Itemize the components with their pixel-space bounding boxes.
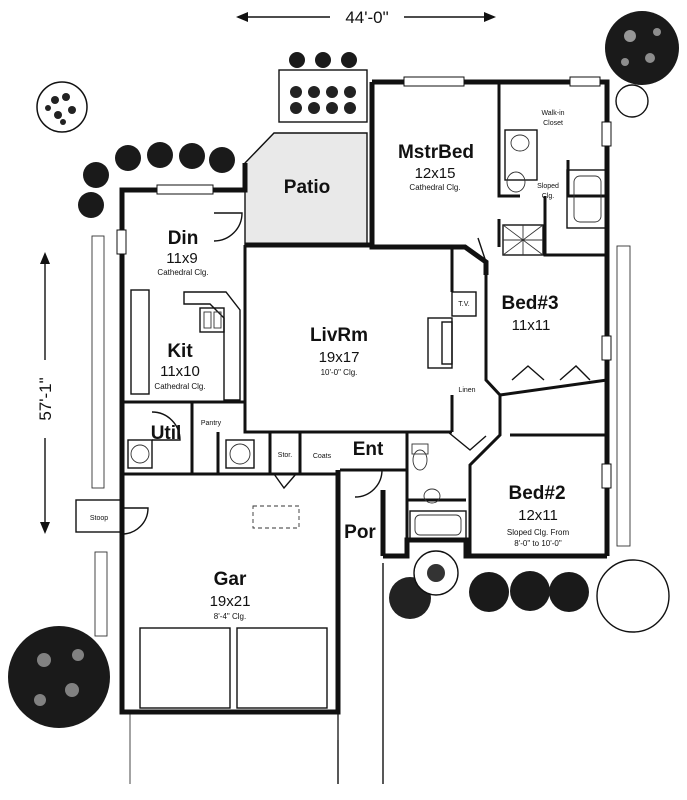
din-note: Cathedral Clg.	[157, 268, 208, 277]
room-bed2: Bed#2 12x11 Sloped Clg. From 8'-0" to 10…	[507, 483, 570, 548]
shrub-top-left	[36, 81, 88, 133]
room-mstrbed: MstrBed 12x15 Cathedral Clg.	[398, 142, 474, 192]
sloped-label: Sloped	[537, 183, 559, 190]
bed2-note-2: 8'-0" to 10'-0"	[514, 539, 562, 548]
shrub-bottom-left	[8, 626, 110, 728]
tv-niche	[451, 291, 477, 317]
stoop	[75, 499, 123, 533]
room-coats: Coats	[313, 453, 332, 460]
ent-label: Ent	[353, 439, 384, 460]
interior-walls	[122, 82, 608, 556]
walkway	[129, 563, 384, 784]
room-bed3: Bed#3 11x11	[501, 293, 558, 334]
room-util: Util	[151, 423, 182, 444]
shrub-top-right	[605, 11, 679, 85]
master-bath	[502, 129, 608, 256]
stor-label: Stor.	[278, 452, 292, 459]
width-dimension: 44'-0"	[236, 8, 496, 27]
room-gar: Gar 19x21 8'-4" Clg.	[210, 569, 251, 621]
tv-label: T.V.	[458, 301, 469, 308]
bed3-label: Bed#3	[501, 293, 558, 314]
livrm-label: LivRm	[310, 325, 368, 346]
mstrbed-note: Cathedral Clg.	[409, 183, 460, 192]
shrubs-front	[389, 550, 670, 633]
mstrbed-size: 12x15	[415, 165, 456, 182]
room-pantry: Pantry	[201, 420, 222, 427]
mstrbed-label: MstrBed	[398, 142, 474, 163]
room-por: Por	[344, 522, 376, 543]
kit-size: 11x10	[160, 363, 200, 380]
kit-note: Cathedral Clg.	[154, 382, 205, 391]
laundry	[127, 439, 255, 469]
bed2-size: 12x11	[518, 507, 558, 524]
room-kit: Kit 11x10 Cathedral Clg.	[154, 341, 205, 391]
din-label: Din	[168, 228, 199, 249]
livrm-note: 10'-0" Clg.	[321, 368, 358, 377]
bed3-size: 11x11	[512, 317, 551, 334]
walkin-label: Walk-in	[541, 110, 564, 117]
por-label: Por	[344, 522, 376, 543]
gar-size: 19x21	[210, 593, 251, 610]
kitchen-counters	[130, 289, 241, 401]
din-size: 11x9	[166, 250, 197, 267]
livrm-size: 19x17	[319, 349, 360, 366]
room-ent: Ent	[353, 439, 384, 460]
depth-dimension: 57'-1"	[36, 252, 55, 534]
windows	[116, 76, 612, 489]
garage-doors	[139, 505, 328, 709]
gar-label: Gar	[214, 569, 247, 590]
linen-label: Linen	[458, 387, 475, 394]
hedge-left	[78, 142, 235, 218]
room-tv: T.V.	[458, 301, 469, 308]
room-sloped: Sloped Clg.	[537, 183, 559, 200]
room-stor: Stor.	[278, 452, 292, 459]
room-stoop: Stoop	[90, 515, 108, 522]
util-label: Util	[151, 423, 182, 444]
walkin-label-2: Closet	[543, 120, 563, 127]
room-linen: Linen	[458, 387, 475, 394]
pantry-label: Pantry	[201, 420, 222, 427]
kit-label: Kit	[167, 341, 193, 362]
planter-top	[278, 52, 368, 123]
room-livrm: LivRm 19x17 10'-0" Clg.	[310, 325, 368, 377]
patio-label: Patio	[284, 177, 330, 198]
patio-slab	[244, 132, 368, 246]
coats-label: Coats	[313, 453, 332, 460]
shrub-outline-top-right	[615, 84, 649, 118]
width-dimension-label: 44'-0"	[345, 8, 388, 27]
doors	[121, 212, 591, 535]
room-walkin-closet: Walk-in Closet	[541, 110, 564, 127]
bed2-label: Bed#2	[508, 483, 565, 504]
fireplace	[427, 317, 453, 369]
sloped-label-2: Clg.	[542, 193, 555, 200]
room-patio: Patio	[284, 177, 330, 198]
depth-dimension-label: 57'-1"	[36, 377, 55, 420]
hall-bath	[409, 443, 467, 540]
gar-note: 8'-4" Clg.	[214, 612, 246, 621]
stoop-label: Stoop	[90, 515, 108, 522]
room-din: Din 11x9 Cathedral Clg.	[157, 228, 208, 277]
side-beds	[91, 235, 631, 637]
bed2-note: Sloped Clg. From	[507, 528, 570, 537]
